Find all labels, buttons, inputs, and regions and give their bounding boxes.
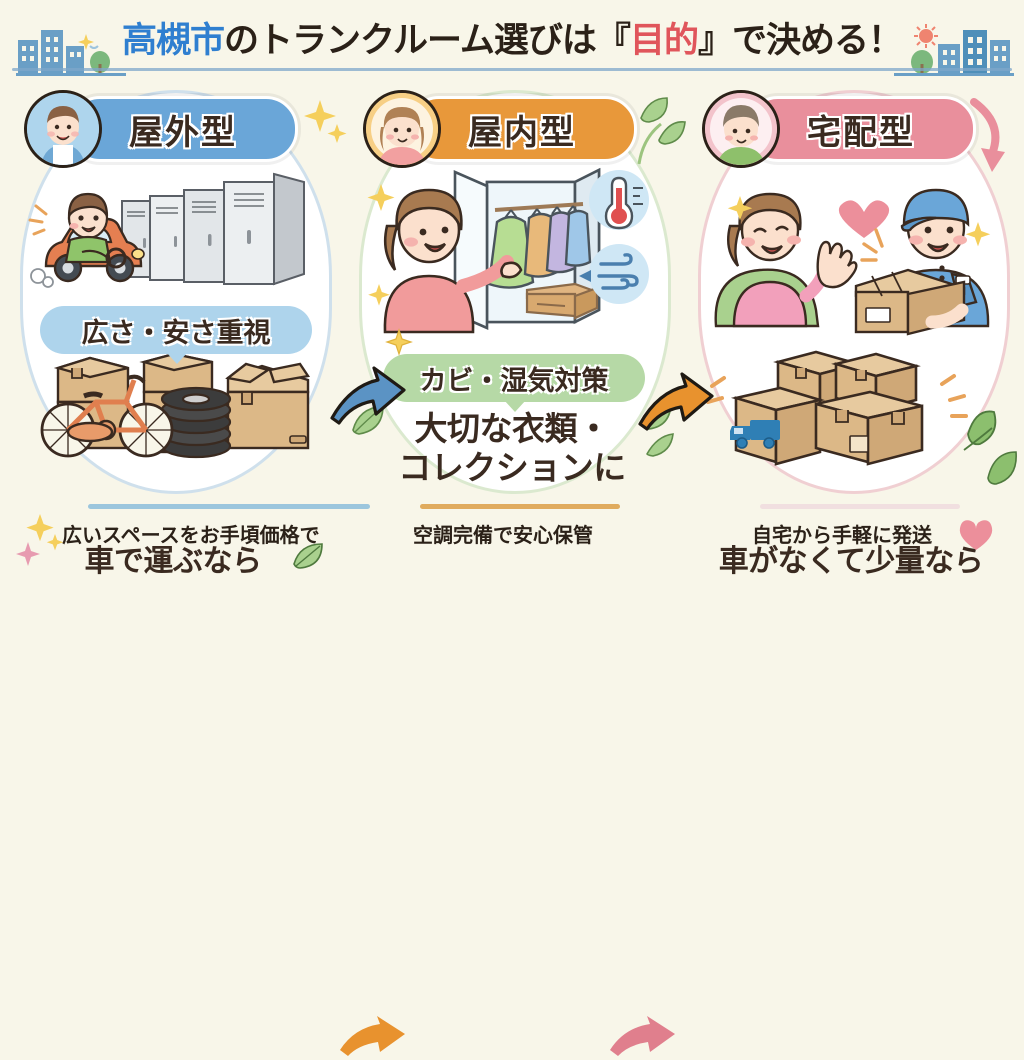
sparkle-icon xyxy=(385,328,413,356)
headline-indoor-line1: 大切な衣類・ xyxy=(414,409,611,448)
footer-caption-indoor: 空調完備で安心保管 xyxy=(413,522,593,547)
badge-delivery[interactable]: 宅配型 xyxy=(746,96,976,162)
arrow-footer-1 xyxy=(338,1016,408,1060)
comparison-columns: 屋外型 xyxy=(0,82,1024,579)
sparkle-icon xyxy=(24,512,64,552)
headline-indoor: 大切な衣類・ コレクションに xyxy=(345,409,679,488)
illustration-delivery-boxes xyxy=(706,350,998,468)
headline-indoor-line2: コレクションに xyxy=(398,447,626,487)
footer-caption-delivery: 自宅から手軽に発送 xyxy=(752,522,932,547)
footer-bar-outdoor xyxy=(88,504,370,509)
badge-indoor-label: 屋内型 xyxy=(468,112,576,153)
man-avatar xyxy=(24,90,102,168)
badge-row-indoor: 屋内型 xyxy=(345,86,679,168)
leaf-icon xyxy=(984,450,1018,490)
footer-bar-delivery xyxy=(760,504,960,509)
title-mid: のトランクルーム選びは『 xyxy=(224,21,631,61)
arrow-outdoor-to-indoor xyxy=(330,366,408,428)
header-underline xyxy=(12,68,1012,71)
badge-row-delivery: 宅配型 xyxy=(684,86,1018,168)
page-title: 高槻市のトランクルーム選びは『目的』で決める！ xyxy=(0,8,1024,74)
footer-bar-indoor xyxy=(420,504,620,509)
column-delivery[interactable]: 宅配型 xyxy=(684,82,1018,579)
header-banner: 高槻市のトランクルーム選びは『目的』で決める！ xyxy=(0,0,1024,82)
leaf-icon xyxy=(290,542,324,572)
woman-avatar xyxy=(363,90,441,168)
illustration-indoor-closet xyxy=(367,164,659,334)
column-indoor[interactable]: 屋内型 xyxy=(345,82,686,502)
badge-row-outdoor: 屋外型 xyxy=(6,86,340,168)
sparkle-icon xyxy=(304,98,347,148)
arrow-footer-2 xyxy=(608,1016,678,1060)
tag-outdoor-label: 広さ・安さ重視 xyxy=(81,317,271,349)
sparkle-icon xyxy=(16,540,42,568)
person-avatar xyxy=(702,90,780,168)
illustration-delivery-people xyxy=(706,168,998,336)
badge-indoor[interactable]: 屋内型 xyxy=(407,96,637,162)
title-city: 高槻市 xyxy=(122,21,225,61)
title-highlight: 目的 xyxy=(629,21,699,61)
arrow-curve-delivery xyxy=(968,96,1012,182)
title-end: 』で決める！ xyxy=(697,21,903,61)
badge-outdoor[interactable]: 屋外型 xyxy=(68,96,298,162)
column-outdoor[interactable]: 屋外型 xyxy=(6,82,347,579)
tag-indoor-label: カビ・湿気対策 xyxy=(419,365,609,397)
illustration-outdoor-storage xyxy=(28,168,320,308)
tag-indoor: カビ・湿気対策 xyxy=(383,354,645,412)
badge-outdoor-label: 屋外型 xyxy=(129,112,237,153)
footer-caption-outdoor: 広いスペースをお手頃価格で xyxy=(62,522,320,547)
illustration-outdoor-items xyxy=(28,350,320,468)
tag-outdoor: 広さ・安さ重視 xyxy=(40,306,312,364)
heart-icon xyxy=(958,518,994,552)
arrow-indoor-to-delivery xyxy=(638,372,716,434)
badge-delivery-label: 宅配型 xyxy=(807,112,915,153)
tag-tail xyxy=(504,400,526,412)
skyline-right-decoration xyxy=(894,24,1014,76)
leaf-icon xyxy=(637,94,686,165)
tag-tail xyxy=(166,352,188,364)
skyline-left-decoration xyxy=(16,24,126,76)
